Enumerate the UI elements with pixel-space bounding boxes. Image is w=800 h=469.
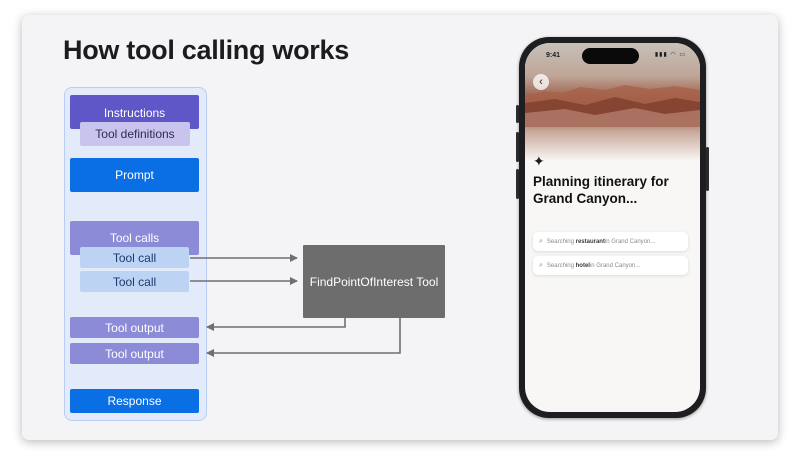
phone-side-button — [516, 105, 519, 123]
find-point-of-interest-tool-block: FindPointOfInterest Tool — [303, 245, 445, 318]
search-icon: ⌕ — [539, 237, 543, 245]
search-status-restaurant: ⌕ Searching restaurant in Grand Canyon..… — [533, 232, 688, 251]
status-icons: ▮▮▮ ◠ ▭ — [654, 52, 686, 58]
tool-call-block-2: Tool call — [80, 271, 189, 292]
status-time: 9:41 — [546, 52, 561, 59]
search-keyword: hotel — [575, 262, 590, 269]
arrow-tool-to-output-2 — [206, 318, 401, 357]
phone-side-button — [516, 132, 519, 162]
chevron-left-icon[interactable]: ‹ — [533, 74, 549, 90]
search-keyword: restaurant — [575, 238, 605, 245]
search-icon: ⌕ — [539, 261, 543, 269]
sparkles-icon: ✦ — [533, 153, 545, 169]
arrow-tool-to-output-1 — [206, 318, 346, 331]
tool-output-block-2: Tool output — [70, 343, 199, 364]
search-status-hotel: ⌕ Searching hotel in Grand Canyon... — [533, 256, 688, 275]
tool-output-block-1: Tool output — [70, 317, 199, 338]
slide-title: How tool calling works — [63, 35, 349, 65]
phone-side-button — [516, 169, 519, 199]
slide: How tool calling works Instructions Tool… — [22, 15, 778, 440]
dynamic-island — [582, 48, 639, 64]
phone-side-button — [706, 147, 709, 191]
search-prefix: Searching — [546, 238, 574, 245]
prompt-block: Prompt — [70, 158, 199, 192]
tool-call-block-1: Tool call — [80, 247, 189, 268]
search-suffix: in Grand Canyon... — [589, 262, 641, 269]
response-block: Response — [70, 389, 199, 413]
tool-definitions-block: Tool definitions — [80, 122, 190, 146]
search-prefix: Searching — [546, 262, 574, 269]
phone-mockup: 9:41 ▮▮▮ ◠ ▭ ‹ ✦ Planning itinerary for … — [516, 37, 709, 418]
search-suffix: in Grand Canyon... — [604, 238, 656, 245]
phone-screen: 9:41 ▮▮▮ ◠ ▭ ‹ ✦ Planning itinerary for … — [525, 43, 700, 412]
itinerary-heading: Planning itinerary for Grand Canyon... — [533, 174, 669, 206]
connector-arrows — [190, 254, 401, 357]
